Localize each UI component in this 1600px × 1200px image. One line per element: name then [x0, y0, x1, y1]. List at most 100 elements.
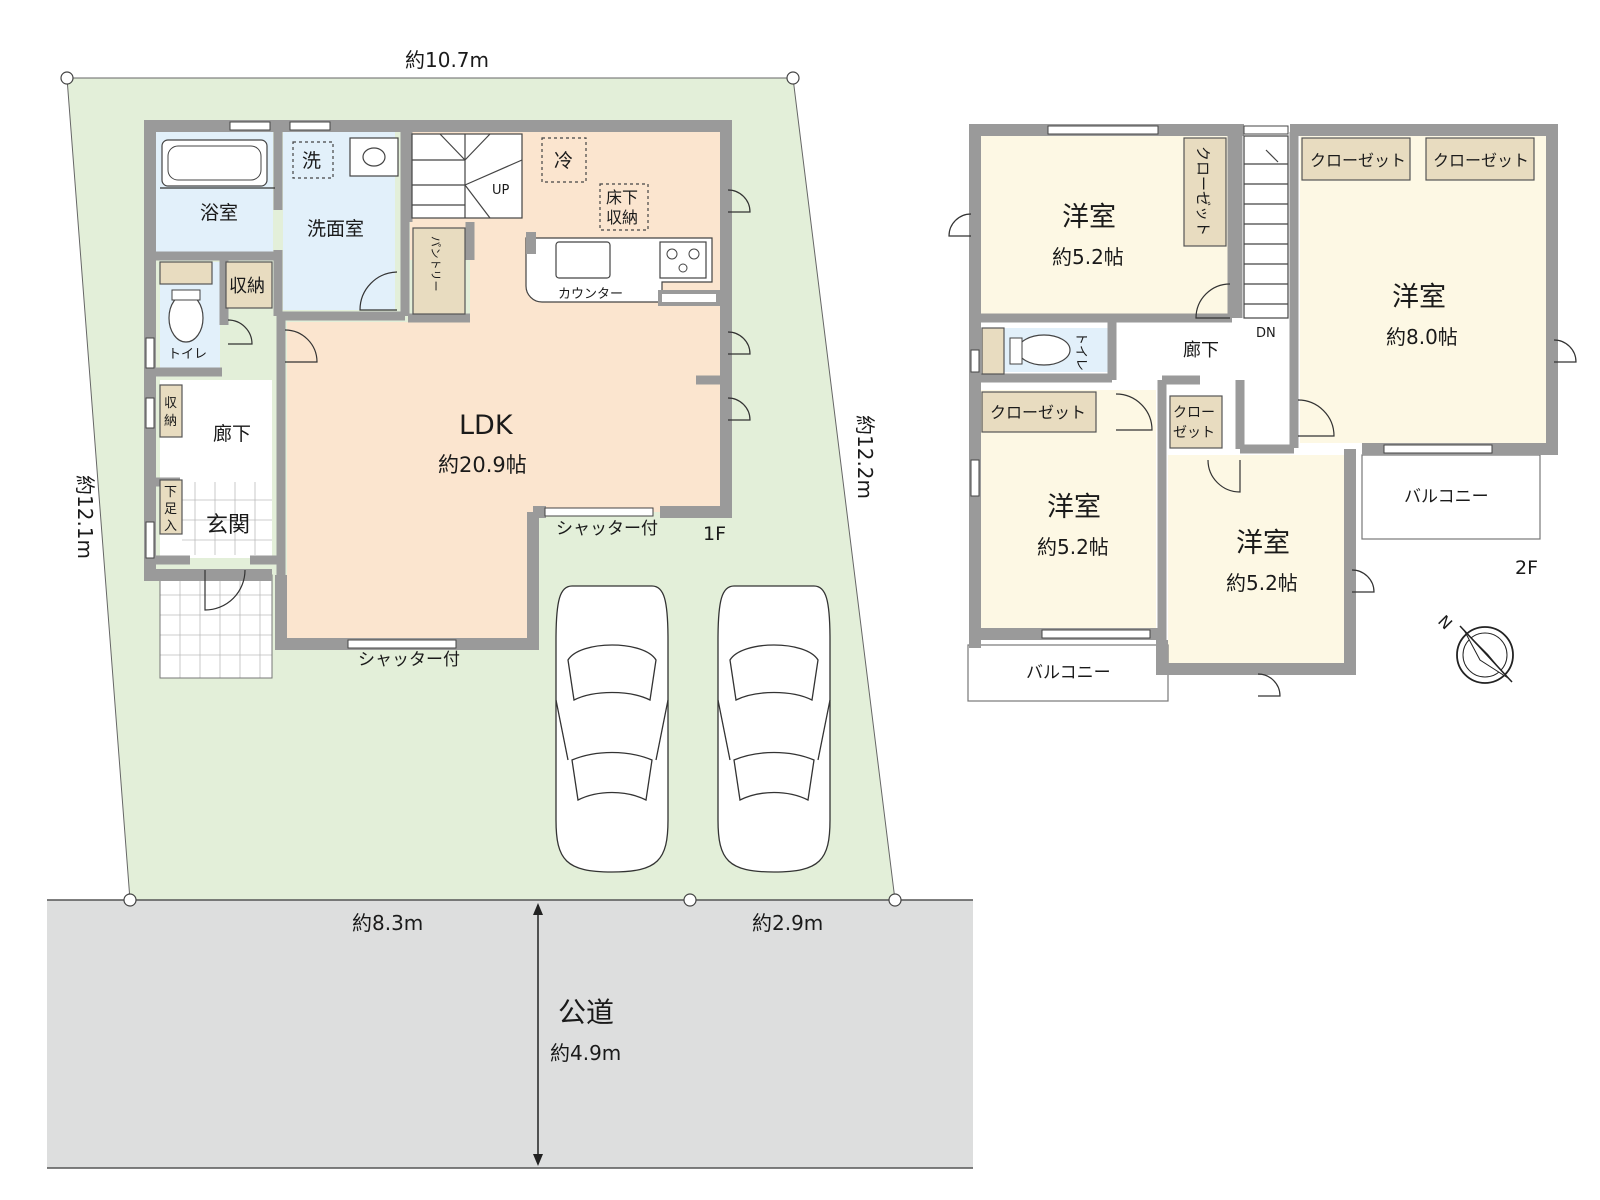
toilet-tank-shelf [159, 261, 213, 285]
room-a-label: 洋室 [1062, 202, 1116, 233]
fridge-mark [541, 137, 587, 183]
front-left-dimension: 約8.3m [352, 911, 423, 935]
room-d-fill [1168, 455, 1344, 663]
storage-label: 収納 [229, 276, 265, 297]
room-b-fill [1300, 136, 1548, 443]
room-c-label: 洋室 [1047, 492, 1101, 523]
shoe-storage [159, 479, 183, 535]
room-b-size: 約8.0帖 [1386, 325, 1458, 349]
fridge-label: 冷 [554, 150, 573, 172]
sink [555, 241, 611, 279]
burner-2 [688, 248, 700, 260]
lot-corner-markers [60, 71, 902, 907]
closet-b1 [1301, 137, 1411, 181]
front-right-dimension: 約2.9m [752, 911, 823, 935]
washer-label: 洗 [302, 150, 321, 172]
room-a-size: 約5.2帖 [1052, 245, 1124, 269]
counter-label: カウンター [558, 287, 623, 302]
counter-pillar [526, 232, 536, 254]
room-a-closet [1183, 137, 1227, 247]
room-a-closet-label: クローゼット [1194, 146, 1212, 236]
doors-2f [948, 213, 1577, 697]
entrance-tiles [160, 482, 272, 678]
basin-bowl [362, 147, 386, 167]
doors-1f [204, 189, 751, 611]
washroom-label: 洗面室 [307, 218, 364, 240]
lot-top-dimension: 約10.7m [405, 48, 489, 72]
small-storage [159, 384, 183, 438]
floor1-level: 1F [703, 523, 726, 545]
wash-basin [349, 137, 399, 177]
washer-mark [292, 141, 334, 179]
stairs-1f [411, 133, 523, 219]
lot-right-dimension: 約12.2m [853, 415, 877, 499]
stairs-2f [1243, 135, 1289, 319]
pantry [412, 227, 466, 315]
dn-label: DN [1256, 326, 1276, 341]
shoe-label-1: 下 [164, 485, 177, 500]
porch-fill [160, 575, 272, 678]
burner-1 [666, 248, 678, 260]
ldk-size: 約20.9帖 [438, 453, 527, 477]
room-c-size: 約5.2帖 [1037, 535, 1109, 559]
up-label: UP [492, 183, 510, 198]
road-arrow-bottom [533, 1154, 543, 1166]
room-b-label: 洋室 [1392, 282, 1446, 313]
balcony-right-label: バルコニー [1404, 487, 1489, 507]
shoe-label-2: 足 [164, 502, 177, 517]
entrance-label: 玄関 [206, 513, 250, 538]
closet-d-label-1: クロー [1173, 405, 1215, 421]
parking-car-left [555, 585, 669, 873]
storage-1f [225, 261, 273, 309]
closet-b1-label: クローゼット [1310, 151, 1406, 170]
underfloor-storage-mark [599, 183, 649, 231]
windows-1f [145, 121, 654, 649]
room-d-size: 約5.2帖 [1226, 571, 1298, 595]
bath-label: 浴室 [200, 202, 238, 224]
bathtub [161, 139, 268, 187]
balcony-left-label: バルコニー [1026, 663, 1111, 683]
balcony-right [1361, 454, 1541, 540]
closet-b2 [1425, 137, 1535, 181]
burner-3 [678, 263, 688, 273]
underfloor-label-2: 収納 [606, 208, 638, 227]
closet-b2-label: クローゼット [1433, 151, 1529, 170]
bathtub-inner [167, 145, 262, 181]
shutter-bottom-label: シャッター付 [358, 650, 460, 670]
road-arrow-top [533, 903, 543, 915]
ldk-label: LDK [459, 410, 514, 441]
compass-north: N [1434, 611, 1456, 633]
toilet-label-2f: トイレ [1073, 332, 1088, 371]
pantry-label: パントリー [429, 236, 442, 292]
shutter-right-label: シャッター付 [556, 519, 658, 539]
kitchen-wall-stub [658, 290, 720, 306]
room-d-label: 洋室 [1236, 528, 1290, 559]
road-area [47, 900, 973, 1168]
floor2-wall-d [1156, 449, 1356, 675]
compass-icon [1456, 625, 1514, 684]
lot-left-dimension: 約12.1m [73, 475, 97, 559]
parking-car-right [717, 585, 831, 873]
small-storage-2: 納 [164, 414, 177, 429]
closet-c [981, 391, 1097, 433]
stove [659, 241, 707, 279]
floor2-level: 2F [1515, 557, 1538, 579]
closet-d-label-2: ゼット [1173, 425, 1215, 441]
floor1-exterior-wall [144, 120, 732, 581]
road-label: 公道 [558, 996, 614, 1029]
toilet2-shelf [981, 327, 1005, 375]
toilet-label-1f: トイレ [168, 347, 207, 362]
road-width-label: 約4.9m [550, 1041, 621, 1065]
closet-c-label: クローゼット [990, 403, 1086, 422]
toilet-bowl-2f [1017, 334, 1071, 366]
toilet-tank-1f [171, 289, 201, 301]
hallway-label-2f: 廊下 [1183, 340, 1219, 361]
windows-2f [970, 125, 1493, 639]
toilet-tank-2f [1009, 337, 1023, 365]
shoe-label-3: 入 [164, 519, 177, 534]
underfloor-label-1: 床下 [606, 188, 638, 207]
small-storage-1: 収 [164, 396, 177, 411]
closet-d [1169, 395, 1223, 449]
floor2-plan: DN クローゼット 洋室 約5.2帖 クローゼット クローゼット 洋室 約8.0… [948, 124, 1577, 702]
